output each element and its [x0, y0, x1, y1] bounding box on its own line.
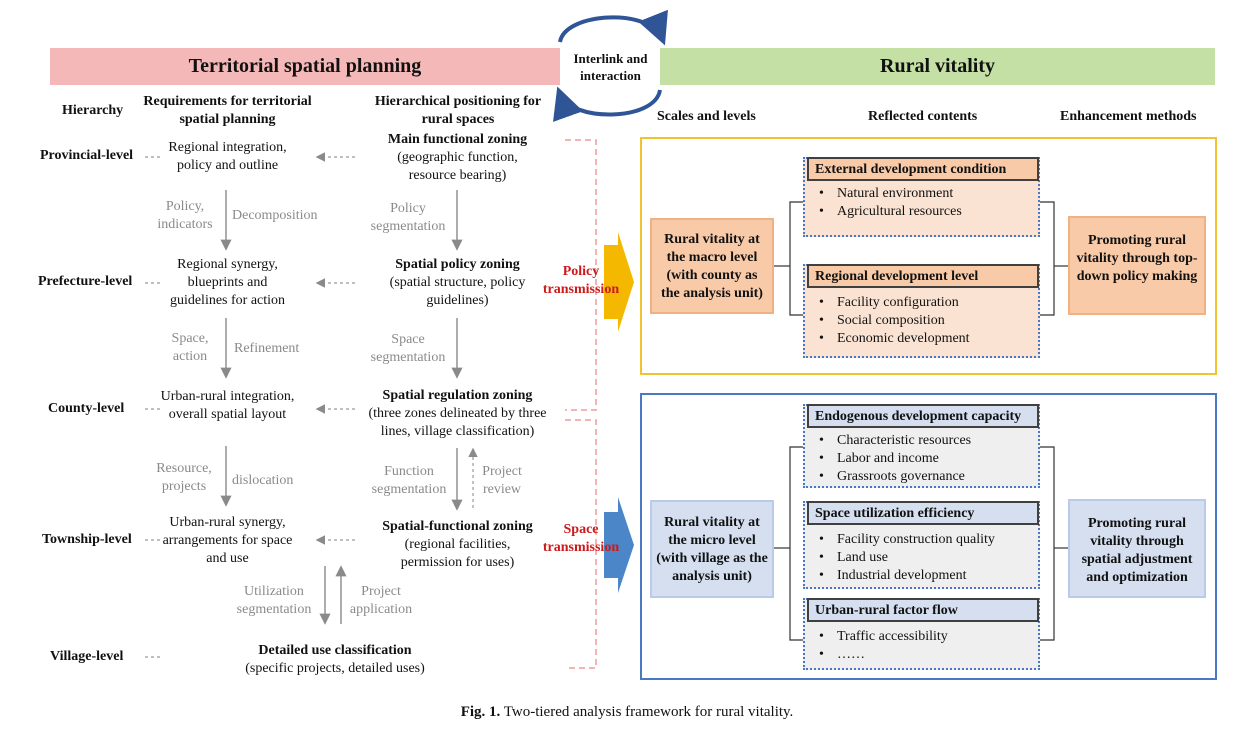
- level-township: Township-level: [42, 532, 132, 547]
- micro-scale-text: Rural vitality at the micro level (with …: [656, 515, 768, 584]
- list-item: Facility configuration: [837, 294, 1038, 312]
- micro-method-text: Promoting rural vitality through spatial…: [1081, 516, 1193, 585]
- macro-connectors: [774, 201, 1068, 316]
- list-item: Traffic accessibility: [837, 628, 1038, 646]
- territorial-planning-banner: Territorial spatial planning: [50, 48, 560, 85]
- requirements-header: Requirements for territorial spatial pla…: [143, 94, 312, 127]
- list-item: Social composition: [837, 312, 1038, 330]
- list-item: Industrial development: [837, 567, 1038, 585]
- list-item: Agricultural resources: [837, 203, 1038, 221]
- zoning-spatial-policy: Spatial policy zoning (spatial structure…: [360, 256, 555, 310]
- space-transmission-label: Space transmission: [542, 522, 620, 555]
- level-bracket: [565, 139, 597, 669]
- requirement-provincial: Regional integration, policy and outline: [168, 140, 287, 173]
- macro-scale-box: Rural vitality at the macro level (with …: [650, 218, 774, 314]
- macro-group-external: External development condition Natural e…: [803, 157, 1040, 237]
- space-transmission-arrow: [604, 497, 634, 593]
- list-item: Grassroots governance: [837, 468, 1038, 486]
- zoning-spatial-regulation: Spatial regulation zoning (three zones d…: [360, 387, 555, 441]
- zoning-detailed-use: Detailed use classification (specific pr…: [225, 642, 445, 678]
- contents-header: Reflected contents: [868, 109, 978, 124]
- zoning-detail: (three zones delineated by three lines, …: [368, 406, 547, 439]
- zoning-detail: (geographic function, resource bearing): [397, 150, 518, 183]
- group-items: Facility construction quality Land use I…: [805, 531, 1038, 585]
- group-items: Natural environment Agricultural resourc…: [805, 185, 1038, 221]
- list-item: ……: [837, 646, 1038, 664]
- zoning-detail: (regional facilities, permission for use…: [400, 537, 515, 570]
- label-dislocation: dislocation: [232, 473, 294, 488]
- zoning-title: Spatial regulation zoning: [382, 388, 533, 403]
- group-title: Urban-rural factor flow: [807, 598, 1039, 622]
- group-title: Space utilization efficiency: [807, 501, 1039, 525]
- level-provincial: Provincial-level: [40, 148, 134, 163]
- solid-flow-arrows: [220, 190, 463, 625]
- zoning-detail: (spatial structure, policy guidelines): [389, 275, 526, 308]
- group-title: External development condition: [807, 157, 1039, 181]
- label-decomposition: Decomposition: [232, 208, 318, 223]
- positioning-header: Hierarchical positioning for rural space…: [374, 94, 542, 127]
- label-policy-indicators: Policy, indicators: [157, 199, 213, 232]
- caption-text: Two-tiered analysis framework for rural …: [503, 704, 794, 720]
- requirement-township: Urban-rural synergy, arrangements for sp…: [162, 515, 293, 566]
- micro-group-factor-flow: Urban-rural factor flow Traffic accessib…: [803, 598, 1040, 670]
- zoning-title: Spatial policy zoning: [395, 257, 520, 272]
- zoning-title: Main functional zoning: [387, 132, 528, 147]
- zoning-title: Detailed use classification: [258, 643, 412, 658]
- micro-scale-box: Rural vitality at the micro level (with …: [650, 500, 774, 598]
- macro-method-text: Promoting rural vitality through top-dow…: [1076, 233, 1198, 284]
- micro-group-space-utilization: Space utilization efficiency Facility co…: [803, 501, 1040, 589]
- label-utilization-segmentation: Utilization segmentation: [236, 584, 312, 617]
- figure-caption: Fig. 1. Two-tiered analysis framework fo…: [0, 703, 1254, 721]
- zoning-title: Spatial-functional zoning: [382, 519, 533, 534]
- label-policy-segmentation: Policy segmentation: [370, 201, 446, 234]
- hierarchy-header: Hierarchy: [62, 103, 124, 118]
- level-county: County-level: [48, 401, 125, 416]
- group-items: Facility configuration Social compositio…: [805, 294, 1038, 348]
- level-prefecture: Prefecture-level: [38, 274, 133, 289]
- group-title: Regional development level: [807, 264, 1039, 288]
- group-items: Characteristic resources Labor and incom…: [805, 432, 1038, 486]
- requirement-county: Urban-rural integration, overall spatial…: [160, 389, 295, 422]
- requirement-prefecture: Regional synergy, blueprints and guideli…: [169, 257, 286, 308]
- interlink-label: Interlink and interaction: [573, 51, 648, 83]
- policy-transmission-arrow: [604, 232, 634, 332]
- methods-header: Enhancement methods: [1060, 109, 1197, 124]
- group-title: Endogenous development capacity: [807, 404, 1039, 428]
- level-village: Village-level: [50, 649, 124, 664]
- list-item: Economic development: [837, 330, 1038, 348]
- micro-method-box: Promoting rural vitality through spatial…: [1068, 499, 1206, 598]
- caption-label: Fig. 1.: [460, 704, 501, 720]
- group-items: Traffic accessibility ……: [805, 628, 1038, 664]
- list-item: Labor and income: [837, 450, 1038, 468]
- interaction-cycle-arrows: [553, 9, 668, 123]
- label-project-application: Project application: [349, 584, 413, 617]
- dashed-link-arrows: [145, 152, 478, 658]
- label-function-segmentation: Function segmentation: [371, 464, 447, 497]
- label-resource-projects: Resource, projects: [156, 461, 212, 494]
- rural-vitality-banner: Rural vitality: [660, 48, 1215, 85]
- macro-scale-text: Rural vitality at the macro level (with …: [661, 232, 763, 301]
- macro-method-box: Promoting rural vitality through top-dow…: [1068, 216, 1206, 315]
- zoning-spatial-functional: Spatial-functional zoning (regional faci…: [360, 518, 555, 572]
- territorial-planning-title: Territorial spatial planning: [188, 55, 422, 77]
- macro-group-regional: Regional development level Facility conf…: [803, 264, 1040, 358]
- label-space-action: Space, action: [171, 331, 209, 364]
- rural-vitality-title: Rural vitality: [880, 55, 995, 77]
- list-item: Facility construction quality: [837, 531, 1038, 549]
- policy-transmission-label: Policy transmission: [542, 264, 620, 297]
- micro-level-panel: [640, 393, 1217, 680]
- micro-connectors: [774, 446, 1068, 641]
- micro-group-endogenous: Endogenous development capacity Characte…: [803, 404, 1040, 488]
- label-space-segmentation: Space segmentation: [370, 332, 446, 365]
- label-refinement: Refinement: [234, 341, 300, 356]
- scales-header: Scales and levels: [657, 109, 756, 124]
- zoning-detail: (specific projects, detailed uses): [245, 661, 425, 676]
- list-item: Land use: [837, 549, 1038, 567]
- macro-level-panel: [640, 137, 1217, 375]
- list-item: Characteristic resources: [837, 432, 1038, 450]
- zoning-main-functional: Main functional zoning (geographic funct…: [360, 131, 555, 185]
- label-project-review: Project review: [482, 464, 522, 497]
- list-item: Natural environment: [837, 185, 1038, 203]
